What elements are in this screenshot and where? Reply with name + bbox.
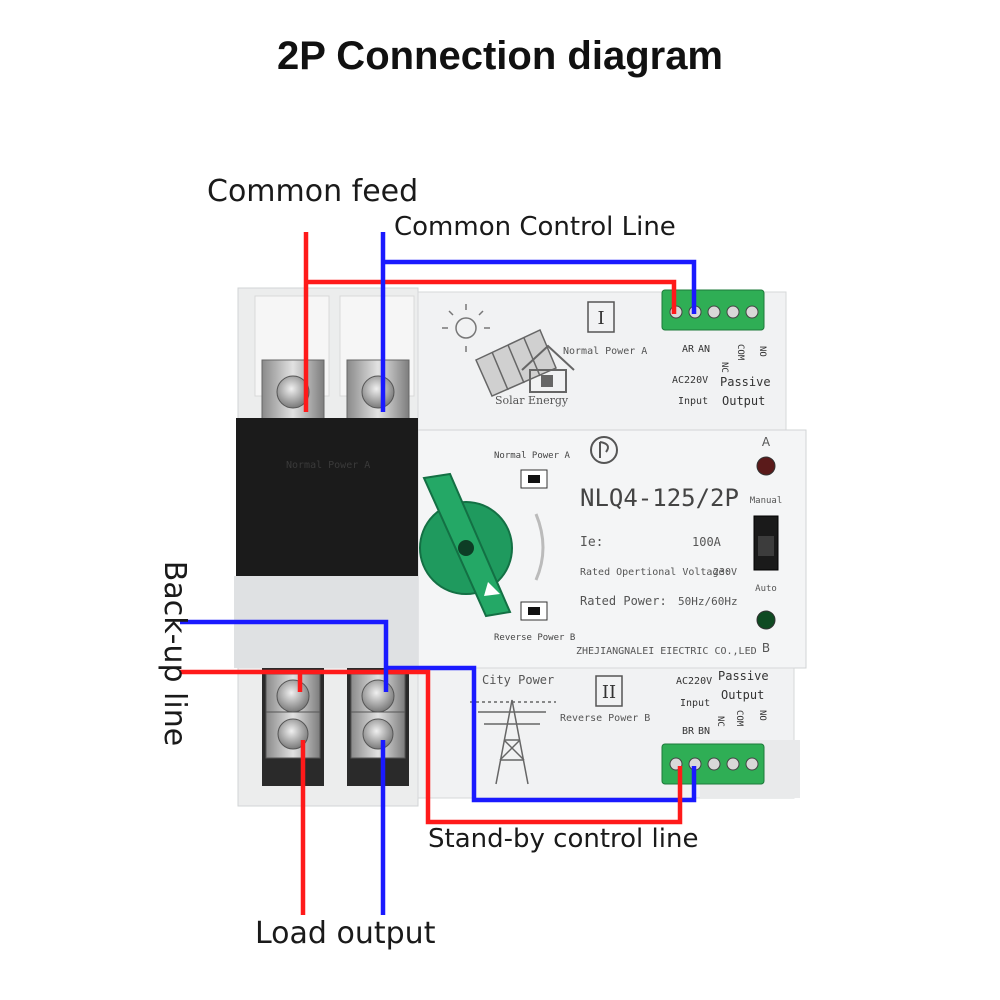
- rotary-switch-knob[interactable]: [419, 472, 513, 618]
- ie-label: Ie:: [580, 535, 603, 550]
- brand-logo-icon: [590, 436, 618, 464]
- backup-line-red-wire: [180, 669, 683, 825]
- led-b-label: B: [762, 641, 770, 655]
- rotation-arrow-icon: [534, 513, 545, 581]
- terminal-no-top: NO: [757, 346, 767, 357]
- input-top: Input: [678, 396, 708, 407]
- led-b-indicator: [756, 610, 776, 630]
- terminal-ar: AR: [682, 344, 695, 355]
- face-normal-power-a: Normal Power A: [494, 451, 570, 461]
- ac220v-bottom: AC220V: [676, 676, 712, 687]
- voltage-label: Rated Opertional Voltage:: [580, 567, 731, 578]
- output-bottom: Output: [721, 688, 764, 702]
- house-icon: [521, 344, 575, 393]
- bottom-panel: City Power II Reverse Power B AC220V Inp…: [470, 669, 769, 785]
- power-tower-icon: [470, 699, 556, 785]
- voltage-value: 230V: [713, 567, 737, 578]
- terminal-bn: BN: [698, 726, 710, 737]
- terminal-com-top: COM: [735, 344, 745, 361]
- manual-label: Manual: [750, 496, 783, 506]
- top-panel: I Normal Power A Solar Energy: [442, 289, 771, 408]
- front-face: Normal Power A Reverse Power B NLQ4-125/…: [419, 435, 783, 657]
- terminal-an: AN: [698, 344, 710, 355]
- diagram-title: 2P Connection diagram: [276, 34, 723, 78]
- ie-value: 100A: [692, 535, 722, 549]
- common-feed-label: Common feed: [207, 174, 419, 209]
- terminal-no-bottom: NO: [757, 710, 767, 721]
- power-value: 50Hz/60Hz: [678, 595, 738, 608]
- common-control-line-label: Common Control Line: [394, 212, 676, 242]
- power-label: Rated Power:: [580, 594, 667, 608]
- terminal-nc-top: NC: [719, 362, 729, 373]
- common-control-branch-wire: [383, 259, 697, 314]
- normal-power-a-label: Normal Power A: [563, 346, 647, 357]
- sun-icon: [442, 304, 490, 352]
- solar-energy-label: Solar Energy: [495, 394, 569, 407]
- passive-bottom: Passive: [718, 669, 769, 683]
- load-output-label: Load output: [255, 916, 436, 951]
- led-a-label: A: [762, 435, 771, 449]
- face-reverse-power-b: Reverse Power B: [494, 633, 575, 643]
- manufacturer: ZHEJIANGNALEI EIECTRIC CO.,LED: [576, 646, 757, 657]
- led-a-indicator: [756, 456, 776, 476]
- standby-control-line-label: Stand-by control line: [428, 824, 699, 854]
- roman-one: I: [597, 308, 604, 329]
- terminal-br: BR: [682, 726, 695, 737]
- roman-one-box: [587, 301, 615, 333]
- passive-top: Passive: [720, 375, 771, 389]
- city-power-label: City Power: [482, 673, 554, 687]
- output-top: Output: [722, 394, 765, 408]
- roman-two: II: [602, 682, 616, 703]
- backup-line-label: Back-up line: [157, 560, 193, 747]
- terminal-nc-bottom: NC: [715, 716, 725, 727]
- black-panel-label: Normal Power A: [286, 460, 370, 471]
- terminal-com-bottom: COM: [734, 710, 744, 727]
- input-bottom: Input: [680, 698, 710, 709]
- model-number: NLQ4-125/2P: [580, 484, 739, 512]
- ac220v-top: AC220V: [672, 375, 708, 386]
- reverse-power-b-label: Reverse Power B: [560, 713, 650, 724]
- roman-two-box: [595, 675, 623, 707]
- solar-panel-icon: [475, 328, 557, 397]
- auto-label: Auto: [755, 584, 777, 594]
- common-feed-branch-wire: [306, 279, 677, 314]
- backup-line-wire: [180, 619, 697, 803]
